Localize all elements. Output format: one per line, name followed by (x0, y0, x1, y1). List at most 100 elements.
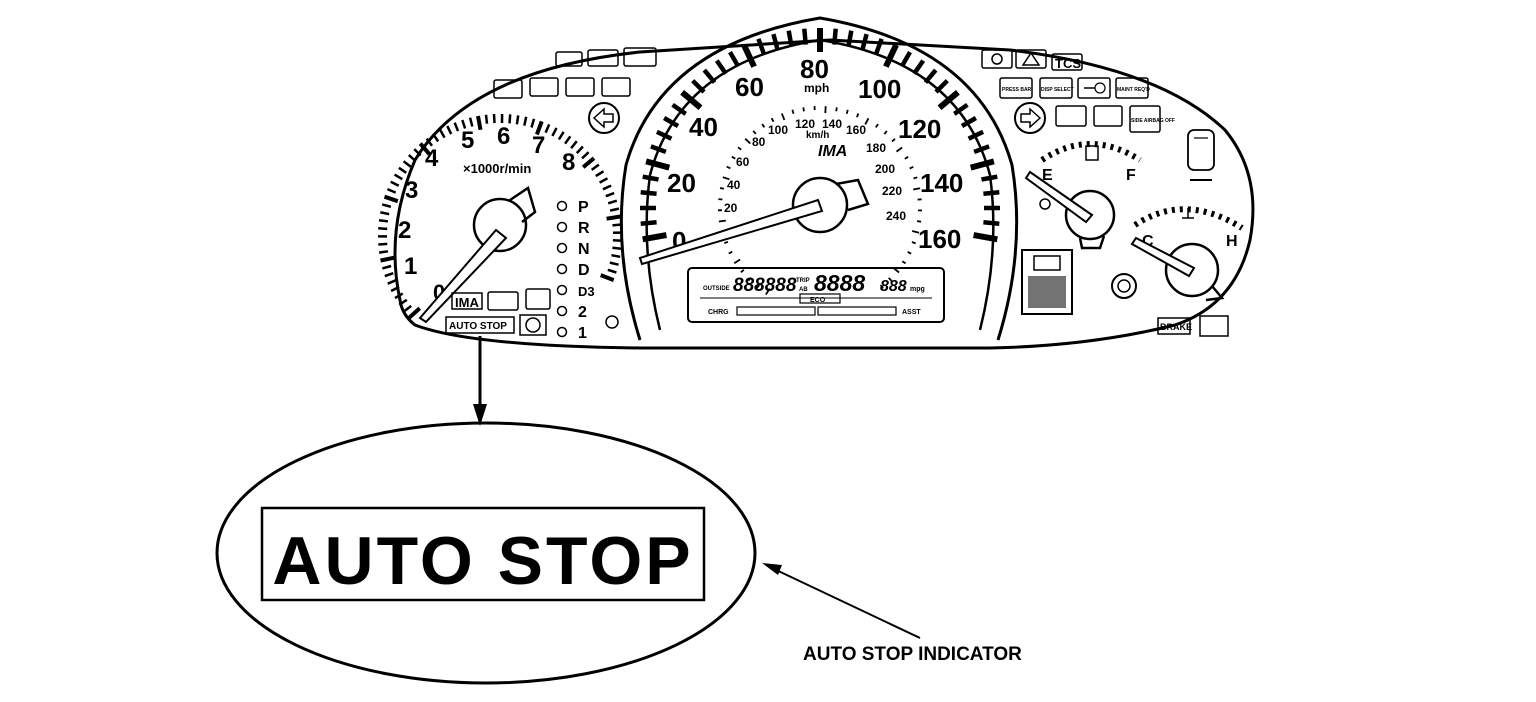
gear-lamp (556, 305, 568, 317)
tach-tick-mark (607, 199, 618, 205)
gear-label: N (578, 241, 590, 258)
tach-tick-mark (380, 255, 395, 263)
kmh-tick-mark (752, 130, 757, 135)
speedo-tick-mark (967, 129, 985, 141)
disp-select-label: DISP SELECT (1041, 87, 1074, 93)
mph-tick-100: 100 (858, 74, 901, 104)
gear-label: D3 (578, 284, 595, 299)
tach-tick-mark (551, 127, 558, 137)
lamp-box (487, 291, 519, 311)
tach-tick-mark (599, 273, 615, 282)
tach-tick-mark (599, 177, 609, 184)
display-eco: ECO (810, 297, 826, 304)
kmh-tick-mark (761, 123, 766, 128)
tach-tick-mark (384, 272, 394, 278)
top-left-lamps (493, 47, 657, 99)
speedo-tick-mark (969, 158, 995, 171)
speedo-tick-mark (923, 68, 938, 84)
gear-lamp (556, 200, 568, 212)
fuel-gauge: E F (1024, 141, 1142, 250)
tach-tick-4: 4 (425, 145, 439, 172)
gear-lamp (556, 263, 568, 275)
tach-tick-mark (612, 223, 622, 227)
side-airbag-off-lamp: SIDE AIRBAG OFF (1129, 105, 1175, 133)
speedo-tick-mark (756, 38, 767, 55)
kmh-tick-mark (770, 117, 775, 123)
speedo-tick-mark (983, 220, 1000, 226)
speedo-tick-mark (671, 102, 687, 116)
speedo-tick-mark (714, 59, 728, 75)
magnified-auto-stop-indicator: AUTO STOP (215, 421, 757, 685)
tach-tick-mark (570, 140, 578, 149)
right-turn-signal-icon (1014, 102, 1046, 134)
tachometer-scale (378, 113, 623, 320)
kmh-tick-mark (911, 230, 920, 234)
tach-tick-mark (378, 227, 388, 231)
temp-gauge: C H (1130, 206, 1244, 302)
speedo-tick-mark (802, 28, 808, 45)
tach-tick-mark (492, 114, 496, 124)
tach-tick-mark (393, 173, 403, 181)
tach-tick-mark (605, 191, 615, 198)
auto-stop-lamp-small-label: AUTO STOP (449, 321, 507, 332)
coolant-temp-icon (1182, 208, 1194, 219)
kmh-tick-mark (780, 113, 786, 121)
tach-tick-1: 1 (404, 253, 417, 280)
speedo-bezel-outer (619, 16, 1019, 341)
tach-tick-3: 3 (405, 177, 418, 204)
maint-reqd-label: MAINT REQ'D (1117, 87, 1150, 93)
gear-label: R (578, 220, 590, 237)
mph-tick-60: 60 (735, 72, 764, 102)
tach-tick-7: 7 (532, 132, 545, 159)
tach-tick-mark (453, 122, 460, 132)
seatbelt-icon (1093, 105, 1123, 127)
pointer-arrow-head (473, 404, 487, 426)
tach-tick-mark (432, 133, 440, 143)
display-segments-left: 888888 (733, 275, 797, 296)
tach-tick-mark (590, 163, 600, 171)
kmh-tick-160: 160 (846, 123, 866, 137)
key-icon (1077, 77, 1111, 99)
display-trip: TRIP (796, 278, 810, 284)
immobilizer-icon (1111, 273, 1137, 299)
speedo-tick-mark (832, 28, 838, 45)
speedo-tick-mark (645, 158, 671, 171)
kmh-tick-mark (913, 176, 918, 180)
gear-label: 2 (578, 304, 587, 321)
fuel-full-label: F (1126, 167, 1136, 184)
tach-tick-mark (535, 120, 544, 136)
tach-tick-mark (607, 268, 617, 274)
mph-tick-20: 20 (667, 168, 696, 198)
kmh-tick-mark (722, 176, 730, 181)
steering-wheel-icon (519, 314, 547, 336)
gear-lamp (556, 221, 568, 233)
tach-tick-mark (523, 116, 528, 126)
kmh-tick-mark (888, 277, 893, 282)
headlight-icon (1055, 105, 1087, 127)
tach-tick-mark (461, 119, 467, 129)
speedometer-scale (640, 28, 1000, 243)
fuel-needle (1024, 170, 1094, 224)
charge-bar (736, 306, 816, 316)
tach-tick-mark (515, 115, 520, 125)
tach-tick-mark (484, 114, 489, 124)
mph-tick-160: 160 (918, 224, 961, 254)
top-right-lamps: TCS PRESS BAR DISP SELECT MAINT REQ'D (981, 49, 1150, 99)
kmh-tick-mark (916, 220, 922, 223)
tach-tick-mark (383, 194, 399, 204)
fuel-pump-icon (1085, 145, 1099, 161)
tach-tick-mark (581, 151, 590, 160)
kmh-tick-mark (744, 138, 751, 145)
label-leader-head (762, 563, 782, 575)
label-leader-line (771, 567, 921, 639)
kmh-tick-20: 20 (724, 201, 738, 215)
kmh-tick-mark (891, 138, 896, 143)
tach-tick-mark (544, 123, 551, 134)
tach-tick-mark (530, 118, 536, 128)
press-bar-label: PRESS BAR (1002, 87, 1032, 93)
kmh-tick-mark (907, 251, 912, 255)
tach-tick-mark (476, 115, 483, 131)
tach-tick-8: 8 (562, 149, 575, 176)
kmh-tick-mark (909, 165, 914, 170)
